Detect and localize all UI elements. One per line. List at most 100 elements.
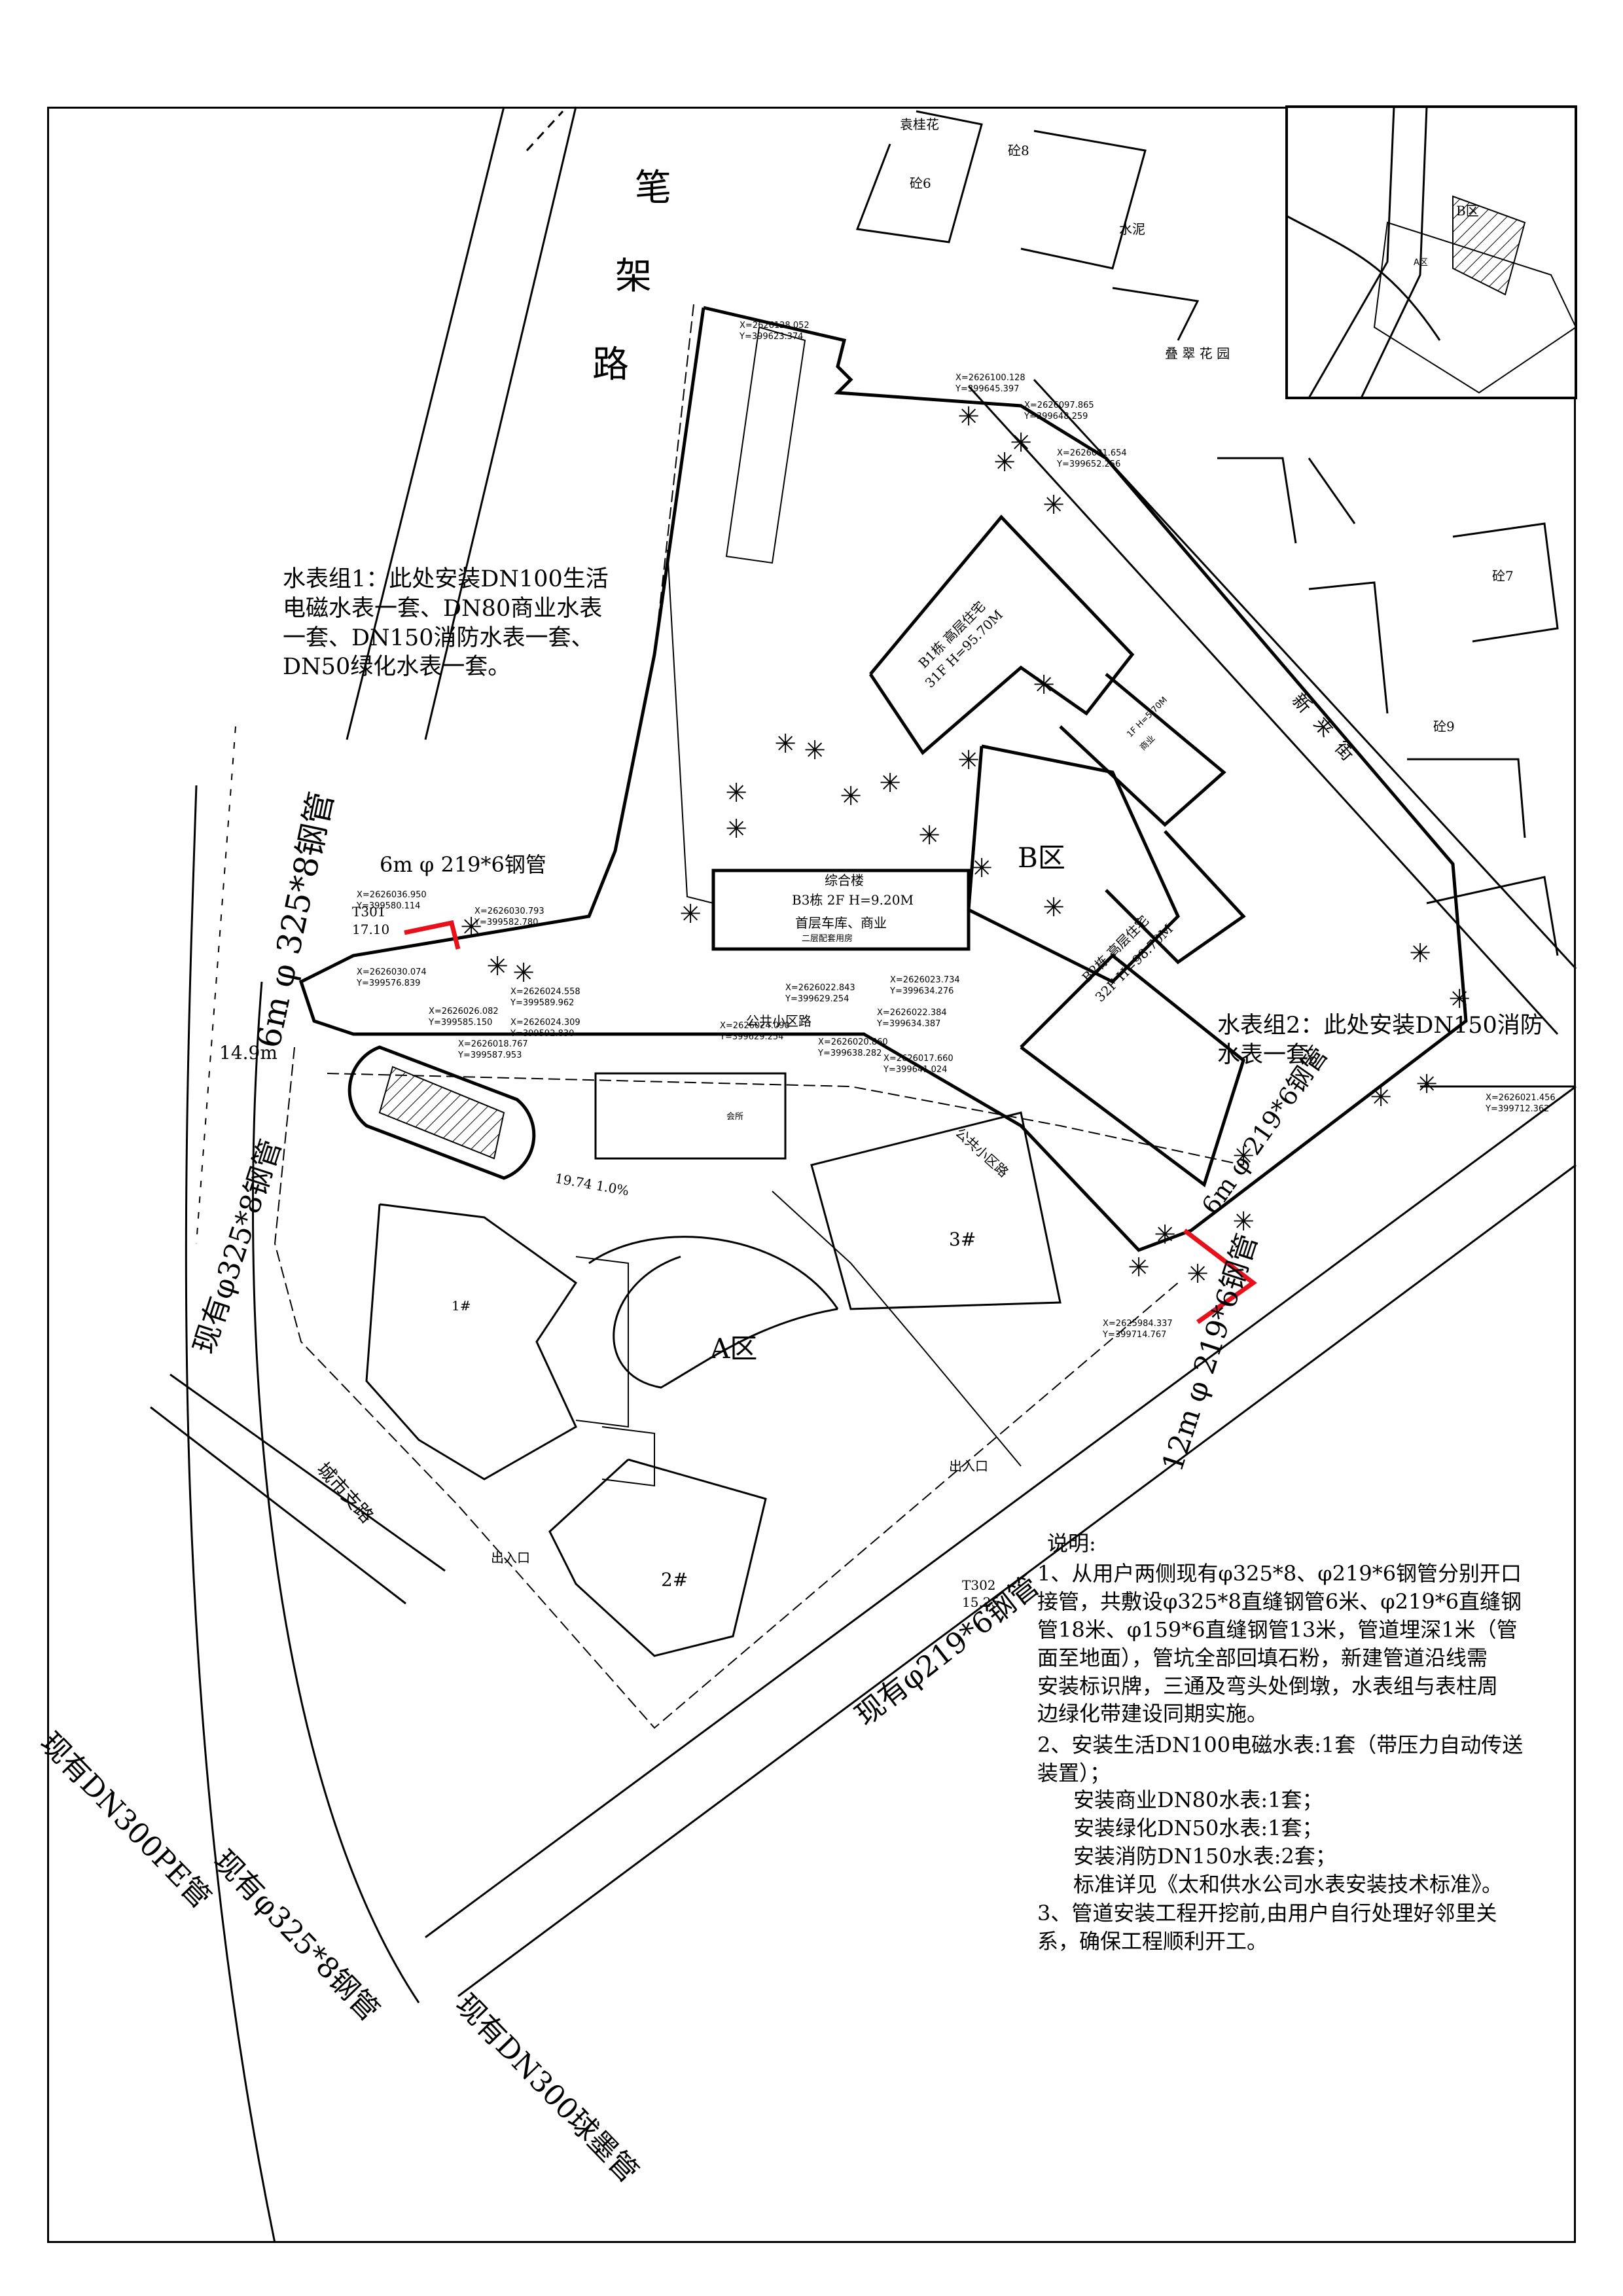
b-zone-buildings	[711, 514, 1246, 1188]
coord-19: X=2625984.337 Y=399714.767	[1103, 1319, 1173, 1340]
inset-b-label: B区	[1456, 203, 1479, 219]
entrance-2: 出入口	[491, 1550, 530, 1566]
coord-4: X=2626026.082 Y=399585.150	[429, 1007, 499, 1028]
tree-icon: ✳	[804, 736, 826, 766]
benchmark-t301-value: 17.10	[352, 922, 390, 937]
neighbor-zhuan6: 砼6	[910, 175, 931, 191]
notes-item-2a: 安装商业DN80水表:1套；	[1073, 1787, 1323, 1812]
coord-18: X=2626021.456 Y=399712.362	[1486, 1093, 1556, 1114]
tree-icon: ✳	[1409, 939, 1431, 969]
tree-icon: ✳	[486, 952, 508, 982]
coord-14: X=2626100.128 Y=399645.397	[955, 373, 1026, 394]
site-boundary	[298, 306, 1468, 1252]
road-bijia-3: 路	[592, 344, 629, 386]
benchmark-t302-value: 15.25	[962, 1594, 1000, 1610]
zone-a-label: A区	[710, 1333, 758, 1365]
tree-icon: ✳	[1448, 984, 1471, 1014]
building-2: 2#	[661, 1569, 688, 1590]
tree-icon: ✳	[1033, 670, 1055, 700]
notes-item-3: 3、管道安装工程开挖前,由用户自行处理好邻里关 系，确保工程顺利开工。	[1037, 1901, 1497, 1954]
pipe-219-6m: 6m φ 219*6钢管	[380, 852, 546, 877]
coord-16: X=2626091.654 Y=399652.256	[1057, 448, 1127, 469]
b3-shop: 首层车库、商业	[795, 915, 887, 931]
coord-11: X=2626022.384 Y=399634.387	[877, 1008, 947, 1029]
building-1: 1#	[452, 1298, 471, 1314]
road-bijia-1: 笔	[635, 167, 671, 209]
coord-17: X=2626128.052 Y=399623.374	[740, 321, 810, 342]
b3-sub: 二层配套用房	[802, 934, 853, 944]
coord-8: X=2626024.090 Y=399629.254	[720, 1021, 790, 1042]
tree-icon: ✳	[1154, 1220, 1176, 1250]
tree-icon: ✳	[993, 448, 1016, 478]
neighbor-shuini: 水泥	[1119, 221, 1145, 237]
tree-icon: ✳	[879, 768, 901, 798]
tree-icon: ✳	[1128, 1253, 1150, 1283]
road-bijia-2: 架	[615, 255, 652, 298]
notes-item-2c: 安装消防DN150水表:2套；	[1073, 1844, 1336, 1869]
meter-group-1-note: 水表组1：此处安装DN100生活 电磁水表一套、DN80商业水表 一套、DN15…	[283, 566, 609, 681]
coord-5: X=2626024.558 Y=399589.962	[510, 987, 580, 1008]
tree-icon: ✳	[1232, 1207, 1255, 1237]
parking-rows	[575, 327, 1022, 1487]
coord-15: X=2626097.865 Y=399648.259	[1024, 401, 1094, 422]
notes-item-2d: 标准详见《太和供水公司水表安装技术标准》。	[1073, 1872, 1503, 1897]
tree-icon: ✳	[512, 958, 535, 988]
a-zone-buildings	[365, 1072, 1061, 1657]
club-label: 会所	[726, 1112, 744, 1122]
drawing-border	[47, 107, 1576, 2243]
notes-item-1: 1、从用户两侧现有φ325*8、φ219*6钢管分别开口 接管，共敷设φ325*…	[1037, 1561, 1522, 1727]
tree-icon: ✳	[971, 853, 993, 884]
coord-12: X=2626020.860 Y=399638.282	[818, 1037, 888, 1058]
zone-b-label: B区	[1018, 842, 1065, 874]
neighbor-zhuan9: 砼9	[1433, 719, 1455, 734]
neighbor-diecui: 叠 翠 花 园	[1165, 346, 1230, 361]
tree-icon: ✳	[725, 778, 747, 808]
building-3: 3#	[949, 1229, 976, 1250]
tree-icon: ✳	[1043, 490, 1065, 520]
tree-icon: ✳	[1043, 893, 1065, 923]
new-pipes	[404, 920, 1257, 1324]
tree-icon: ✳	[1010, 428, 1032, 458]
tree-icon: ✳	[840, 781, 862, 812]
tree-icon: ✳	[918, 821, 940, 851]
tree-icon: ✳	[1232, 1141, 1255, 1172]
coord-1: X=2626036.950 Y=399580.114	[357, 890, 427, 911]
coord-2: X=2626030.793 Y=399582.780	[474, 906, 544, 927]
notes-title: 说明:	[1047, 1531, 1096, 1556]
tree-icon: ✳	[679, 899, 702, 929]
entrance-1: 出入口	[949, 1458, 988, 1474]
trees: ✳✳✳✳✳✳✳✳✳✳✳✳✳✳✳✳✳✳✳✳✳✳✳✳✳✳✳✳	[460, 402, 1471, 1289]
neighbor-zhuan8: 砼8	[1008, 143, 1029, 158]
notes-item-2: 2、安装生活DN100电磁水表:1套（带压力自动传送 装置）；	[1037, 1732, 1524, 1785]
coord-10: X=2626023.734 Y=399634.276	[890, 975, 960, 996]
b3-title: 综合楼	[825, 872, 864, 888]
neighbor-zhuan7: 砼7	[1492, 568, 1514, 584]
inset-a-label: A区	[1414, 258, 1428, 268]
neighbor-blocks	[855, 110, 1559, 956]
property-lines	[274, 304, 1244, 1729]
tree-icon: ✳	[957, 402, 980, 432]
coord-6: X=2626024.309 Y=399592.830	[510, 1018, 580, 1039]
location-inset-map	[1285, 105, 1577, 399]
meter-group-2-note: 水表组2：此处安装DN150消防 水表一套。	[1217, 1013, 1543, 1068]
neighbor-yuanguihua: 袁桂花	[900, 117, 939, 132]
coord-7: X=2626018.767 Y=399587.953	[458, 1039, 528, 1060]
a-zone-round-building	[348, 1045, 536, 1180]
road-public-1: 公共小区路	[746, 1013, 812, 1029]
tree-icon: ✳	[1370, 1083, 1392, 1113]
tree-icon: ✳	[957, 745, 980, 776]
benchmark-t302-name: T302	[962, 1577, 996, 1593]
coord-13: X=2626017.660 Y=399641.024	[883, 1054, 954, 1075]
notes-item-2b: 安装绿化DN50水表:1套；	[1073, 1816, 1323, 1840]
tree-icon: ✳	[1186, 1259, 1209, 1289]
tree-icon: ✳	[1416, 1069, 1438, 1100]
benchmark-t301-name: T301	[352, 904, 386, 920]
coord-3: X=2626030.074 Y=399576.839	[357, 967, 427, 988]
tree-icon: ✳	[460, 912, 482, 942]
tree-icon: ✳	[774, 729, 796, 759]
coord-9: X=2626022.843 Y=399629.254	[785, 983, 855, 1004]
tree-icon: ✳	[725, 814, 747, 844]
b3-name: B3栋 2F H=9.20M	[792, 892, 914, 908]
